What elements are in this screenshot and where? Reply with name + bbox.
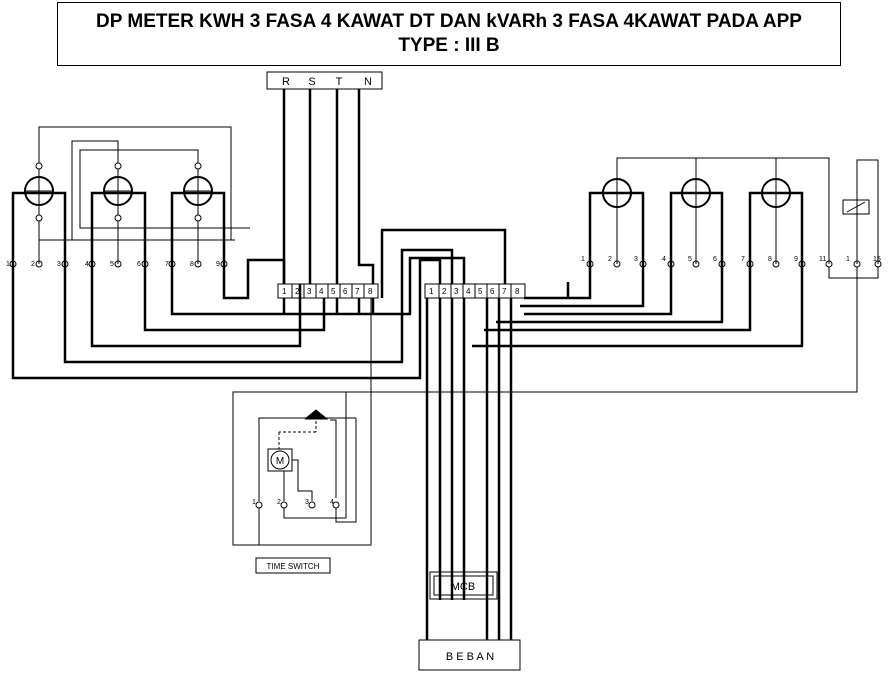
phase-n-label: N xyxy=(364,76,372,88)
block-right-3: 3 xyxy=(454,287,459,296)
kvarh-current-wiring xyxy=(380,191,804,640)
block-left-labels: 1 2 3 4 5 6 7 8 xyxy=(282,287,373,296)
mcb xyxy=(429,571,498,600)
block-left-6: 6 xyxy=(343,287,348,296)
kwh-terminal-3: 3 xyxy=(57,261,61,268)
block-left-1: 1 xyxy=(282,287,287,296)
block-right-2: 2 xyxy=(442,287,447,296)
kwh-terminal-labels: 1 2 3 4 5 6 7 8 9 xyxy=(6,261,220,268)
kvarh-terminal-7: 7 xyxy=(741,256,745,263)
load-box xyxy=(418,639,521,671)
phase-s-label: S xyxy=(308,76,315,88)
kvarh-terminal-1: 1 xyxy=(581,256,585,263)
kvarh-terminal-11: 11 xyxy=(819,256,826,263)
kwh-terminal-1: 1 xyxy=(6,261,10,268)
block-right-1: 1 xyxy=(429,287,434,296)
title-line-2: TYPE : III B xyxy=(398,35,500,56)
kvarh-terminal-4: 4 xyxy=(662,256,666,263)
terminal-block-right xyxy=(424,283,526,299)
diagram-title: DP METER KWH 3 FASA 4 KAWAT DT DAN kVARh… xyxy=(57,2,841,66)
kvarh-terminal-5: 5 xyxy=(688,256,692,263)
block-left-3: 3 xyxy=(307,287,312,296)
block-left-4: 4 xyxy=(319,287,324,296)
block-right-8: 8 xyxy=(515,287,520,296)
kwh-voltage-wiring xyxy=(38,126,250,241)
relay xyxy=(232,159,882,546)
block-right-7: 7 xyxy=(502,287,507,296)
block-left-2: 2 xyxy=(295,287,300,296)
title-line-1: DP METER KWH 3 FASA 4 KAWAT DT DAN kVARh… xyxy=(96,11,802,32)
time-switch-label: TIME SWITCH xyxy=(267,562,320,571)
diagram-labels: R S T N xyxy=(282,76,372,88)
supply-lines xyxy=(282,89,361,240)
kwh-meter xyxy=(11,162,226,264)
ts-terminal-1: 1 xyxy=(252,499,256,506)
relay-terminal-1: 1 xyxy=(846,256,850,263)
kvarh-terminal-2: 2 xyxy=(608,256,612,263)
kvarh-terminal-8: 8 xyxy=(768,256,772,263)
block-right-5: 5 xyxy=(478,287,483,296)
kwh-terminal-4: 4 xyxy=(85,261,89,268)
load-label: B E B A N xyxy=(446,651,494,663)
mcb-label: MCB xyxy=(451,581,475,593)
block-right-labels: 1 2 3 4 5 6 7 8 xyxy=(429,287,520,296)
kwh-current-wiring xyxy=(11,240,466,380)
kwh-terminal-9: 9 xyxy=(216,261,220,268)
block-left-7: 7 xyxy=(355,287,360,296)
phase-r-label: R xyxy=(282,76,290,88)
terminal-block-left xyxy=(277,283,379,299)
block-left-5: 5 xyxy=(331,287,336,296)
supply-box xyxy=(266,71,383,90)
kvarh-meter xyxy=(586,157,833,268)
time-switch xyxy=(255,298,372,574)
block-right-6: 6 xyxy=(490,287,495,296)
phase-t-label: T xyxy=(336,76,343,88)
kvarh-terminal-labels: 1 2 3 4 5 6 7 8 9 11 1 15 xyxy=(581,256,881,263)
kvarh-terminal-6: 6 xyxy=(713,256,717,263)
kvarh-terminal-3: 3 xyxy=(634,256,638,263)
kwh-terminal-2: 2 xyxy=(31,261,35,268)
time-switch-labels: M 1 2 3 4 TIME SWITCH MCB B E B A N xyxy=(252,456,494,663)
block-right-4: 4 xyxy=(466,287,471,296)
motor-label: M xyxy=(276,456,284,467)
ts-terminal-4: 4 xyxy=(330,499,334,506)
block-left-8: 8 xyxy=(368,287,373,296)
kwh-terminal-7: 7 xyxy=(165,261,169,268)
kwh-terminal-8: 8 xyxy=(190,261,194,268)
kvarh-terminal-9: 9 xyxy=(794,256,798,263)
ts-terminal-2: 2 xyxy=(277,499,281,506)
kwh-terminal-6: 6 xyxy=(137,261,141,268)
ts-terminal-3: 3 xyxy=(305,499,309,506)
relay-terminal-15: 15 xyxy=(873,256,881,263)
kwh-terminal-5: 5 xyxy=(110,261,114,268)
